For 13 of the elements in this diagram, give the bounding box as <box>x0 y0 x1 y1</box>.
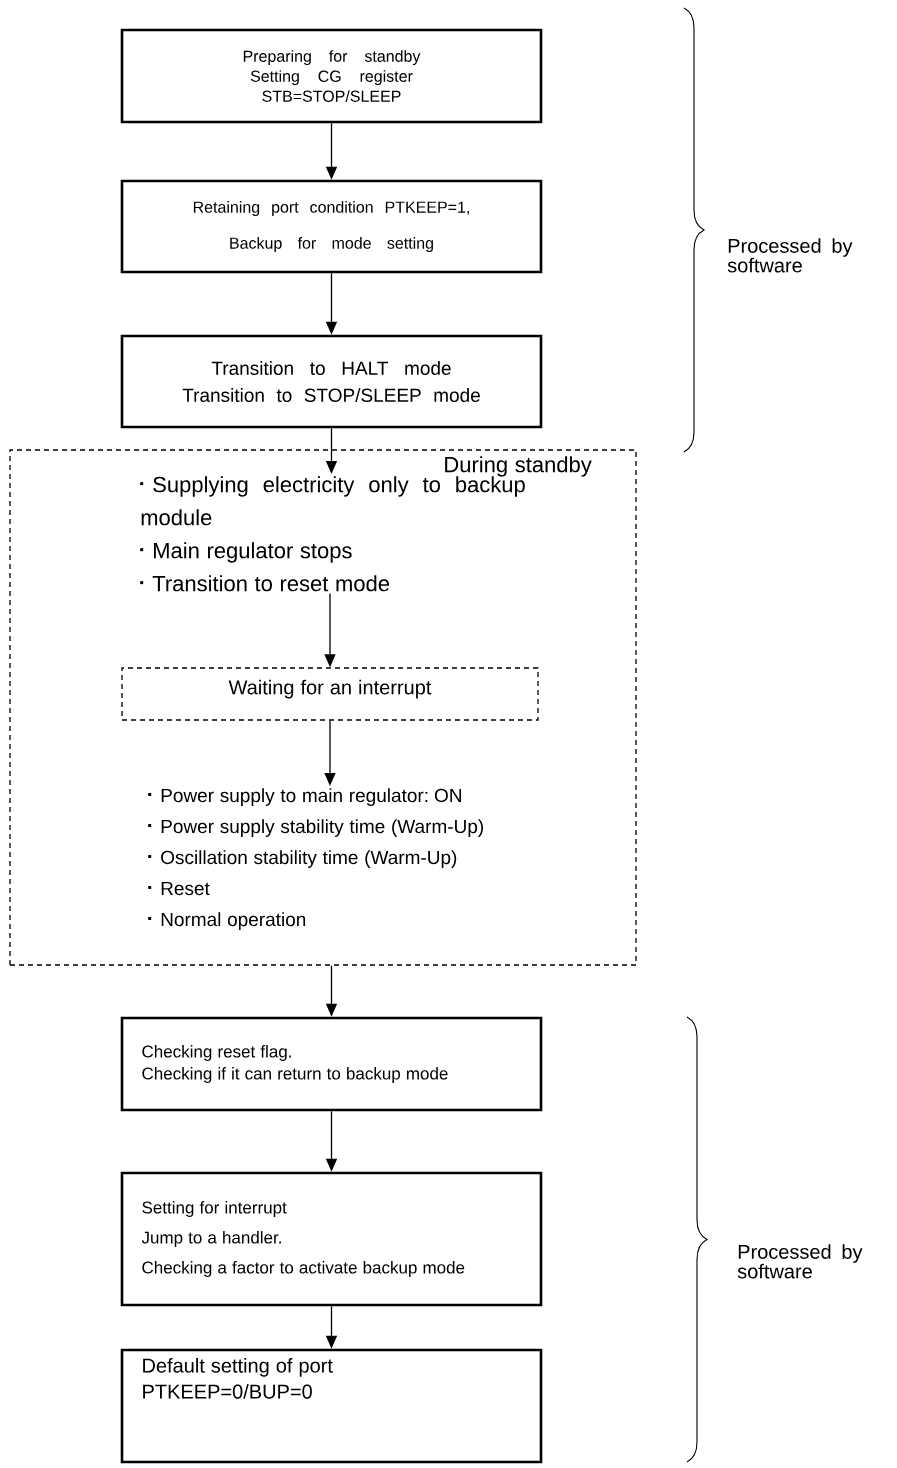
dashed-region <box>9 449 637 966</box>
process-box: Preparing for standby Setting CG register STB=STOP/SLEEP <box>120 28 543 124</box>
brace-label: Processed by software <box>737 1244 863 1279</box>
process-box: Transition to HALT mode Transition to STOP/SLEEP mode <box>120 334 543 429</box>
process-box: Default setting of port PTKEEP=0/BUP=0 <box>120 1348 543 1464</box>
process-box: Setting for interrupt Jump to a handler. Checking a factor to activate backup mode <box>120 1171 543 1307</box>
process-box: Checking reset flag. Checking if it can return to backup mode <box>120 1016 543 1112</box>
bullet-list: Supplying electricity only to backup module Main regulator stops Transition to reset mode <box>140 476 525 592</box>
wait-box: Waiting for an interrupt <box>121 667 539 721</box>
region-heading: During standby <box>445 456 592 477</box>
brace-label: Processed by software <box>727 238 853 273</box>
bullet-list: Power supply to main regulator: ON Power supply stability time (Warm-Up) Oscillation stability time (Warm-Up) Reset Normal operation <box>148 788 483 930</box>
process-box: Retaining port condition PTKEEP=1, Backup for mode setting <box>120 179 543 274</box>
